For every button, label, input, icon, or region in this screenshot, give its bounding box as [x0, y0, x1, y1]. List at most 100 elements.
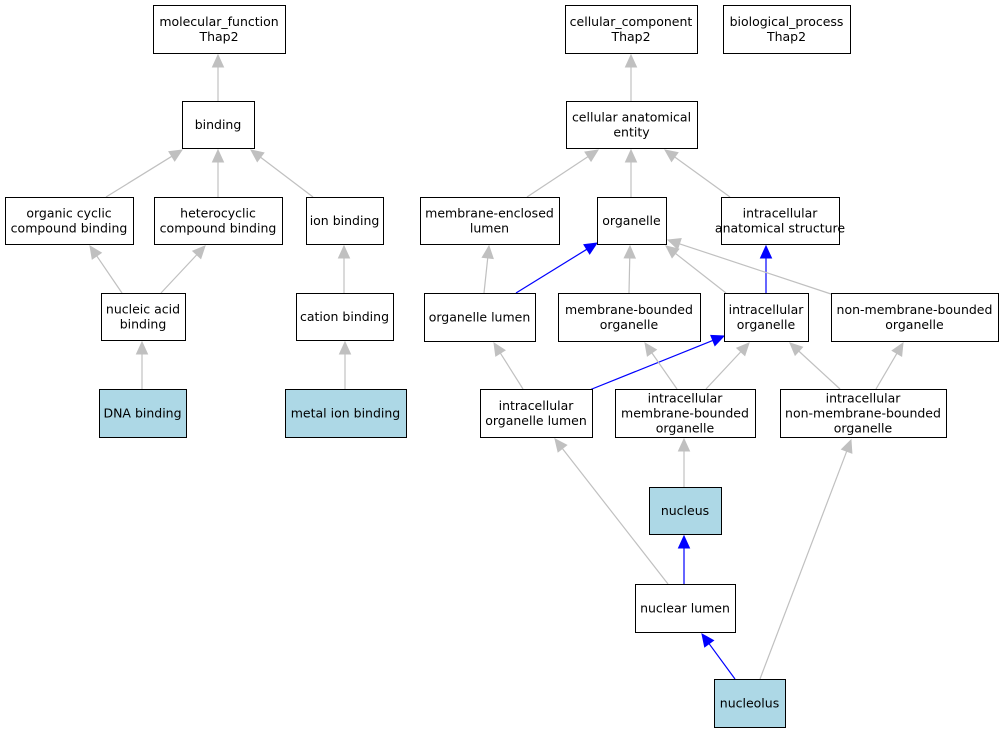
- node-dnab[interactable]: DNA binding: [99, 389, 187, 438]
- node-label-line: organelle: [737, 317, 796, 332]
- node-box[interactable]: [99, 389, 187, 438]
- node-nucleus[interactable]: nucleus: [649, 487, 722, 535]
- edge-nucleus-to-imbo: [677, 437, 691, 487]
- node-olumen[interactable]: organelle lumen: [424, 293, 536, 342]
- edge-ocb-to-binding: [105, 149, 184, 198]
- node-binding[interactable]: binding: [182, 101, 255, 149]
- edge-line: [499, 352, 524, 390]
- node-box[interactable]: [615, 389, 756, 438]
- edge-line: [526, 156, 589, 198]
- arrowhead-icon: [89, 245, 103, 260]
- node-box[interactable]: [480, 389, 593, 438]
- node-label-line: lumen: [470, 221, 509, 236]
- node-box[interactable]: [5, 197, 134, 245]
- node-box[interactable]: [649, 487, 722, 535]
- node-label-line: cation binding: [300, 309, 389, 324]
- node-box[interactable]: [558, 293, 701, 342]
- node-metalb[interactable]: metal ion binding: [285, 389, 407, 438]
- edge-nlumen-to-iol: [554, 438, 669, 585]
- node-box[interactable]: [182, 101, 255, 149]
- node-box[interactable]: [724, 293, 809, 342]
- node-box[interactable]: [153, 5, 286, 54]
- node-label-line: non-membrane-bounded: [785, 406, 941, 421]
- edges-layer: [89, 53, 904, 680]
- node-label-line: organelle lumen: [485, 413, 587, 428]
- arrowhead-icon: [644, 342, 658, 357]
- node-label-line: membrane-enclosed: [425, 206, 554, 221]
- node-box[interactable]: [831, 293, 999, 342]
- node-inmbo[interactable]: intracellularnon-membrane-boundedorganel…: [780, 389, 947, 438]
- node-label-line: metal ion binding: [291, 406, 401, 421]
- arrowhead-icon: [735, 342, 750, 357]
- node-label-line: organelle: [600, 317, 659, 332]
- node-organelle[interactable]: organelle: [597, 197, 667, 245]
- node-ionb[interactable]: ion binding: [306, 197, 384, 245]
- node-box[interactable]: [780, 389, 947, 438]
- node-label-line: biological_process: [730, 14, 844, 29]
- node-label-line: cellular_component: [570, 14, 693, 29]
- node-label-line: nuclear lumen: [640, 601, 730, 616]
- edge-line: [679, 243, 832, 295]
- node-label-line: non-membrane-bounded: [837, 302, 993, 317]
- node-label-line: intracellular: [743, 206, 819, 221]
- edge-ias-to-cae: [664, 149, 731, 198]
- node-box[interactable]: [285, 389, 407, 438]
- node-label-line: binding: [120, 317, 167, 332]
- node-box[interactable]: [597, 197, 667, 245]
- edge-inmbo-to-nmbo: [875, 341, 904, 390]
- node-label-line: Thap2: [610, 29, 650, 44]
- arrowhead-icon: [624, 53, 638, 68]
- node-box[interactable]: [723, 5, 851, 54]
- node-label-line: intracellular: [729, 302, 805, 317]
- node-nlumen[interactable]: nuclear lumen: [635, 584, 736, 633]
- edge-line: [586, 339, 714, 392]
- edge-olumen-to-mel: [481, 244, 494, 294]
- node-box[interactable]: [721, 197, 840, 245]
- node-label-line: binding: [195, 117, 242, 132]
- edge-line: [160, 254, 198, 294]
- arrowhead-icon: [338, 340, 352, 355]
- node-cationb[interactable]: cation binding: [296, 293, 394, 341]
- node-label-line: DNA binding: [103, 406, 181, 421]
- node-label-line: entity: [613, 125, 650, 140]
- edge-mel-to-cae: [526, 149, 600, 198]
- edge-olumen-to-organelle: [515, 242, 599, 294]
- node-box[interactable]: [306, 197, 384, 245]
- edge-ionb-to-binding: [250, 149, 314, 198]
- node-box[interactable]: [101, 293, 186, 341]
- node-box[interactable]: [635, 584, 736, 633]
- node-box[interactable]: [154, 197, 283, 245]
- node-box[interactable]: [296, 293, 394, 341]
- edge-inmbo-to-io: [789, 342, 841, 390]
- edge-imbo-to-io: [705, 342, 750, 390]
- node-box[interactable]: [714, 679, 786, 728]
- node-box[interactable]: [566, 101, 698, 149]
- arrowhead-icon: [664, 149, 679, 163]
- node-box[interactable]: [565, 5, 698, 54]
- node-label-line: nucleus: [661, 503, 709, 518]
- arrowhead-icon: [677, 437, 691, 452]
- node-nucleolus[interactable]: nucleolus: [714, 679, 786, 728]
- node-box[interactable]: [420, 197, 560, 245]
- edge-nlumen-to-nucleus: [677, 534, 691, 584]
- arrowhead-icon: [493, 341, 506, 357]
- node-label-line: intracellular: [826, 391, 902, 406]
- edge-line: [759, 451, 848, 680]
- node-box[interactable]: [424, 293, 536, 342]
- edge-nab-to-ocb: [89, 245, 123, 294]
